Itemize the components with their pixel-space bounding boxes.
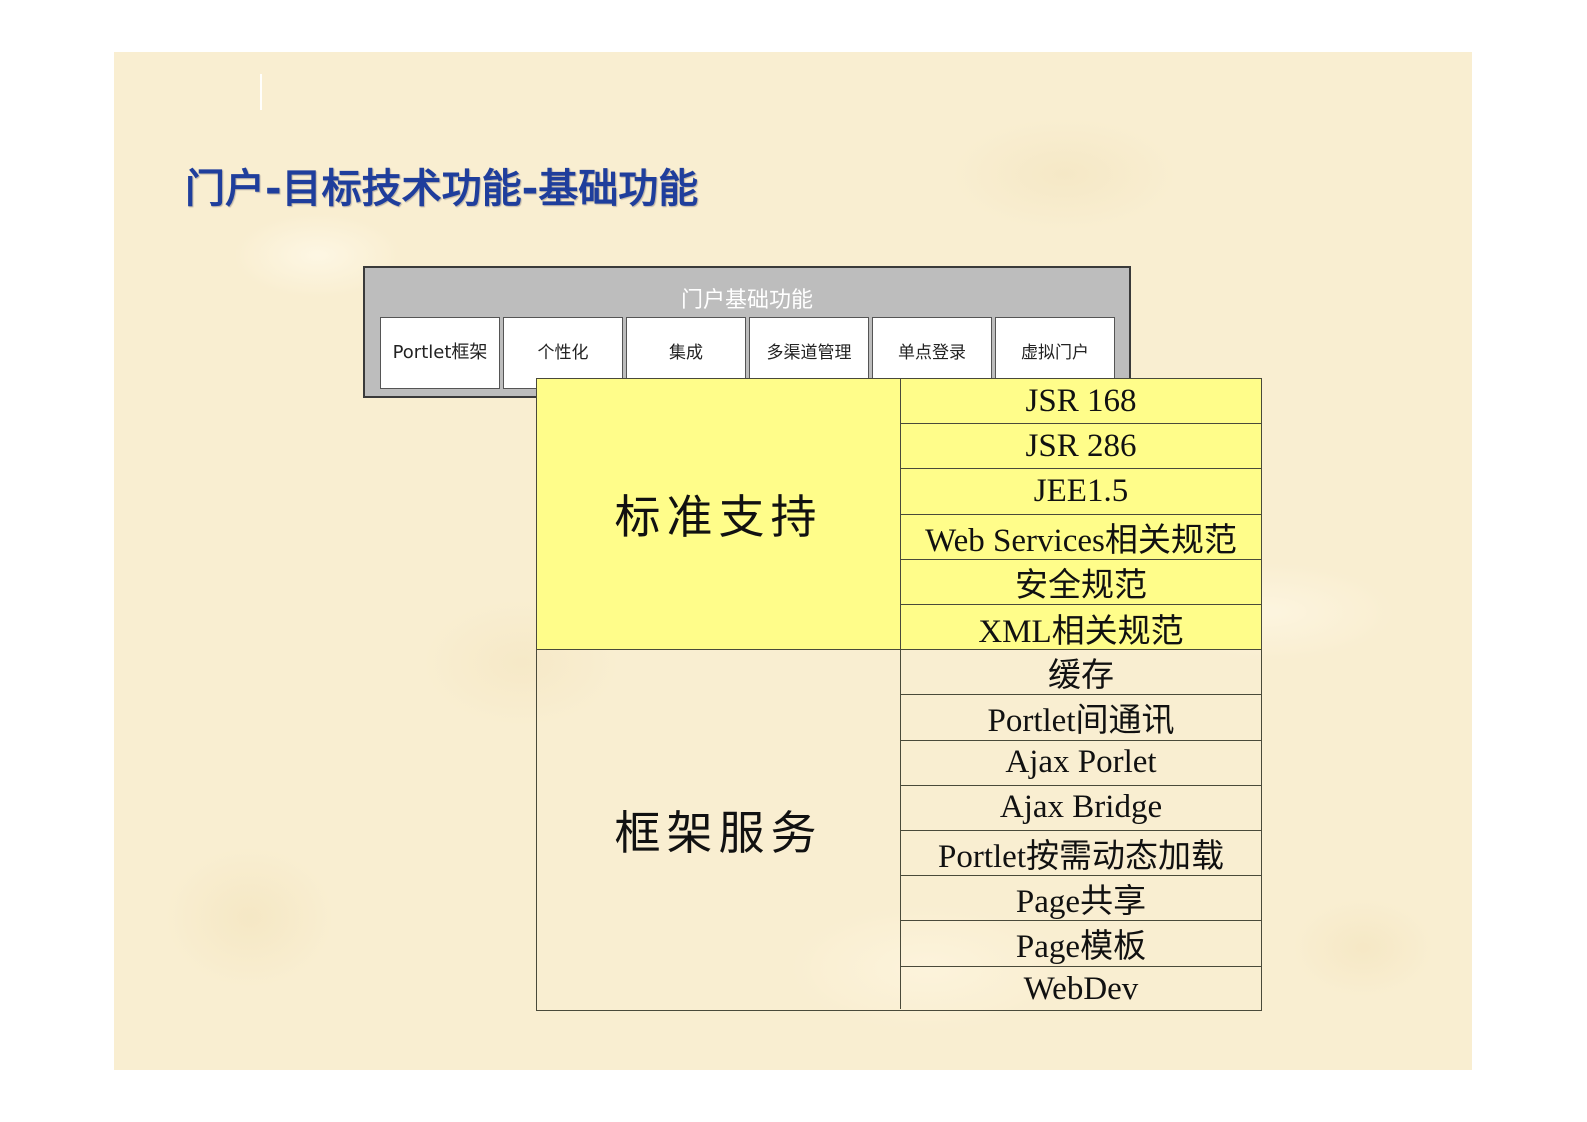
portal-basic-functions-box: 门户基础功能 Portlet框架 个性化 集成 多渠道管理 单点登录 虚拟门户 [363,266,1131,398]
table-row: Portlet按需动态加载 [901,831,1261,877]
table-row: Page模板 [901,921,1261,967]
portal-box-title: 门户基础功能 [680,288,813,313]
table-row: Ajax Bridge [901,786,1261,831]
table-row: WebDev [1023,970,1139,1007]
module-single-sign-on: 单点登录 [872,317,992,389]
group-framework-services: 框架服务 缓存 Portlet间通讯 Ajax Porlet Ajax Brid… [537,650,1261,1009]
group-label-standards: 标准支持 [537,379,901,650]
slide-title: 门户-目标技术功能-基础功能 [185,166,699,212]
module-multichannel-management: 多渠道管理 [749,317,869,389]
text-cursor-mark [260,74,262,110]
table-row: XML相关规范 [978,613,1184,650]
table-row: Portlet间通讯 [901,695,1261,741]
table-row: Page共享 [901,876,1261,922]
table-row: JEE1.5 [901,469,1261,515]
module-integration: 集成 [626,317,746,389]
table-row: JSR 286 [901,424,1261,470]
table-row: Web Services相关规范 [901,515,1261,560]
table-row: Ajax Porlet [901,741,1261,786]
standards-rows: JSR 168 JSR 286 JEE1.5 Web Services相关规范 … [901,379,1261,650]
framework-rows: 缓存 Portlet间通讯 Ajax Porlet Ajax Bridge Po… [901,650,1261,1009]
table-row: JSR 168 [901,379,1261,425]
module-portlet-framework: Portlet框架 [380,317,500,389]
group-standards-support: 标准支持 JSR 168 JSR 286 JEE1.5 Web Services… [537,379,1261,651]
feature-table: 标准支持 JSR 168 JSR 286 JEE1.5 Web Services… [536,378,1262,1011]
module-personalization: 个性化 [503,317,623,389]
module-virtual-portal: 虚拟门户 [995,317,1115,389]
group-label-framework: 框架服务 [537,650,901,1009]
table-row: 缓存 [901,650,1261,696]
table-row: 安全规范 [901,560,1261,605]
